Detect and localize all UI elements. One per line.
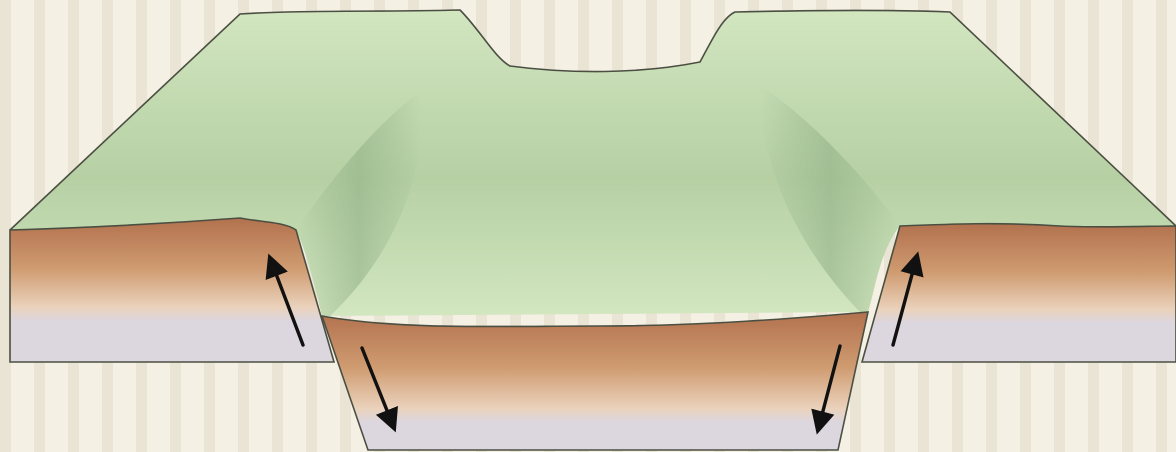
left-block-cross-section	[10, 218, 334, 362]
right-block-cross-section	[862, 224, 1176, 362]
graben-block-cross-section	[322, 312, 868, 450]
